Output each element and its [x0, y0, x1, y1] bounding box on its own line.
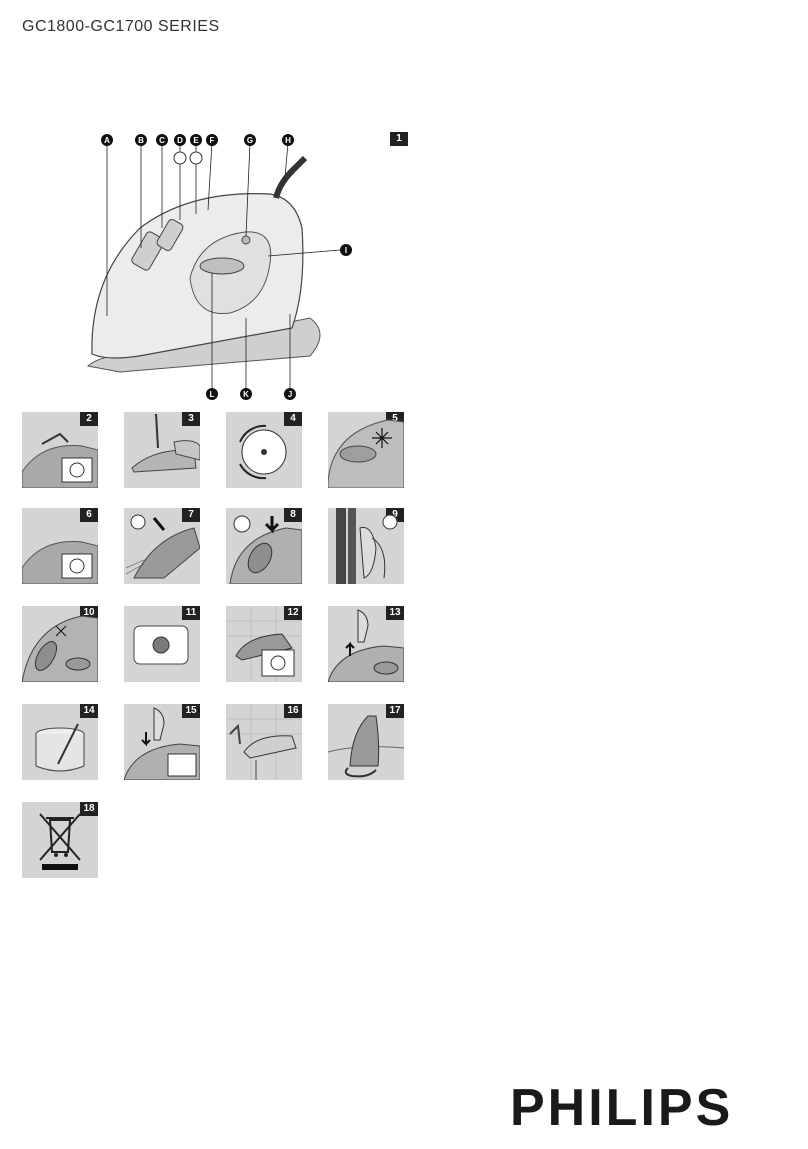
figure-number: 3: [182, 412, 200, 426]
figure-10: 10: [22, 606, 98, 682]
insert-anti-calc-pin-illustration: [124, 707, 200, 780]
iron-illustration: A B C D E F G H I J K L: [86, 134, 352, 400]
callout-g: [244, 134, 256, 146]
callout-label-i: I: [345, 246, 347, 255]
callout-l: [206, 388, 218, 400]
figure-number: 18: [80, 802, 98, 816]
figure-number: 16: [284, 704, 302, 718]
callout-f: [206, 134, 218, 146]
callout-e: [190, 134, 202, 146]
remove-anti-calc-pin-illustration: [328, 609, 404, 682]
figure-number: 6: [80, 508, 98, 522]
callout-label-e: E: [193, 136, 199, 145]
callout-label-d: D: [177, 136, 183, 145]
figure-11: 11: [124, 606, 200, 682]
figure-number: 13: [386, 606, 404, 620]
shot-of-steam-illustration: [229, 515, 302, 584]
cord-shape: [273, 155, 308, 199]
callout-j: [284, 388, 296, 400]
figure-17: 17: [328, 704, 404, 780]
steam-button-shape: [156, 218, 184, 252]
set-steam-illustration: [131, 413, 200, 473]
callout-circles: [101, 134, 352, 400]
callout-label-f: F: [210, 136, 215, 145]
callout-c: [156, 134, 168, 146]
pilot-light-shape: [241, 235, 251, 245]
figure-number: 7: [182, 508, 200, 522]
figure-5: 5: [328, 412, 404, 488]
pilot-light-illustration: [328, 419, 404, 488]
self-clean-button-illustration: [22, 615, 98, 682]
callout-label-l: L: [210, 390, 215, 399]
callout-label-g: G: [247, 136, 253, 145]
main-iron-figure: 1: [80, 128, 410, 408]
figure-14: 14: [22, 704, 98, 780]
vinegar-soak-illustration: [35, 723, 85, 772]
figure-number: 14: [80, 704, 98, 718]
figure-number: 12: [284, 606, 302, 620]
figure-15: 15: [124, 704, 200, 780]
figure-12: 12: [226, 606, 302, 682]
callout-label-h: H: [285, 136, 291, 145]
figure-number: 2: [80, 412, 98, 426]
callout-label-b: B: [138, 136, 144, 145]
rinse-soleplate-illustration: [226, 704, 302, 780]
series-title: GC1800-GC1700 SERIES: [22, 18, 220, 35]
spray-symbol-icon: [173, 151, 187, 165]
figure-number: 15: [182, 704, 200, 718]
callout-a: [101, 134, 113, 146]
fill-water-illustration: [22, 432, 98, 488]
figure-7: 7: [124, 508, 200, 584]
vertical-steam-illustration: [336, 508, 398, 584]
callout-k: [240, 388, 252, 400]
spray-function-illustration: [125, 514, 200, 579]
figure-number: 17: [386, 704, 404, 718]
figure-2: 2: [22, 412, 98, 488]
callout-h: [282, 134, 294, 146]
figure-6: 6: [22, 508, 98, 584]
callout-b: [135, 134, 147, 146]
figure-number: 8: [284, 508, 302, 522]
indicator-light-illustration: [133, 625, 189, 665]
calc-clean-sink-illustration: [226, 606, 302, 682]
set-steam-control-illustration: [22, 541, 98, 584]
figure-number: 1: [390, 132, 408, 146]
figure-number: 4: [284, 412, 302, 426]
steam-symbol-icon: [189, 151, 203, 165]
temperature-dial-illustration: [239, 424, 287, 480]
callout-label-j: J: [288, 390, 292, 399]
callout-d: [174, 134, 186, 146]
callout-label-k: K: [243, 390, 249, 399]
callout-label-c: C: [159, 136, 165, 145]
figure-8: 8: [226, 508, 302, 584]
callout-label-a: A: [104, 136, 110, 145]
figure-16: 16: [226, 704, 302, 780]
callout-i: [340, 244, 352, 256]
figure-13: 13: [328, 606, 404, 682]
spray-button-shape: [131, 231, 165, 271]
temperature-dial-shape: [199, 257, 245, 275]
figure-3: 3: [124, 412, 200, 488]
weee-crossed-bin-icon: [39, 813, 81, 870]
figure-number: 11: [182, 606, 200, 620]
figure-4: 4: [226, 412, 302, 488]
philips-logo: PHILIPS: [510, 1079, 734, 1137]
figure-9: 9: [328, 508, 404, 584]
storage-upright-illustration: [328, 715, 404, 778]
figure-18: 18: [22, 802, 98, 878]
